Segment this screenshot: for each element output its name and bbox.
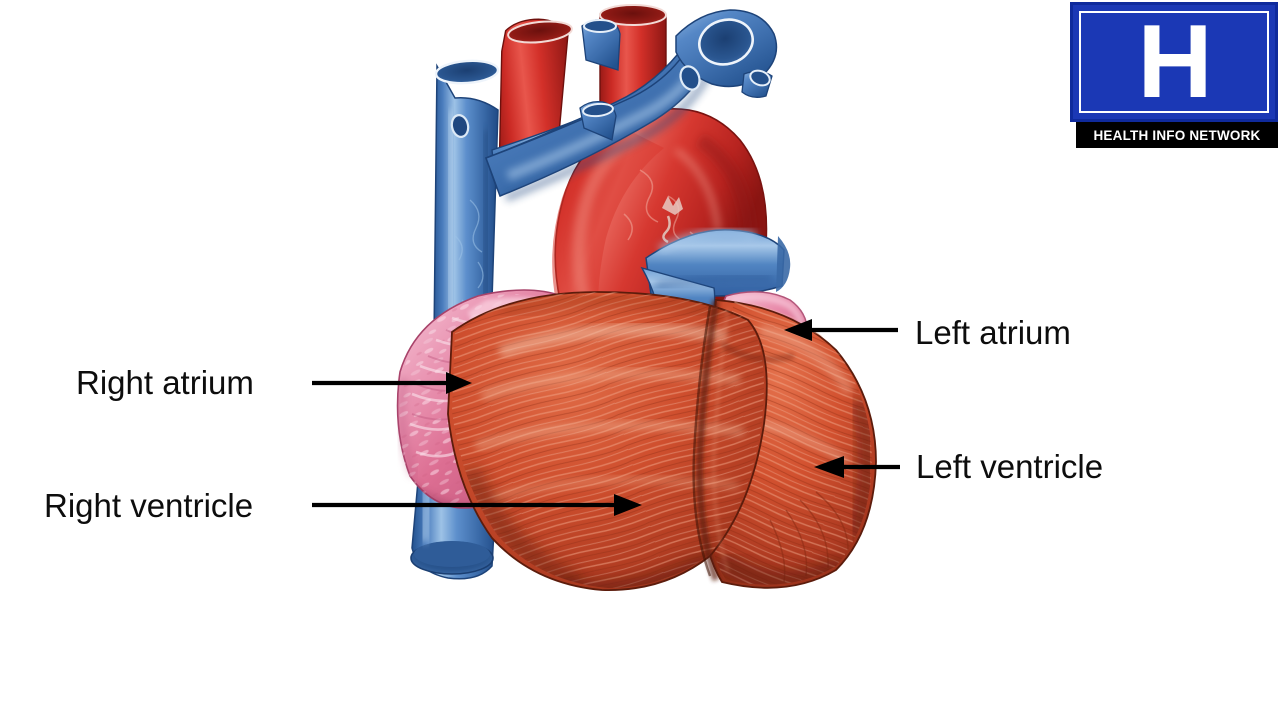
logo-inner-border bbox=[1079, 11, 1269, 113]
arrow-left-atrium bbox=[784, 319, 898, 341]
label-right-atrium: Right atrium bbox=[76, 364, 254, 401]
label-left-atrium: Left atrium bbox=[915, 314, 1071, 351]
logo-blue-box: H bbox=[1070, 2, 1278, 122]
label-right-ventricle: Right ventricle bbox=[44, 487, 254, 524]
label-left-ventricle: Left ventricle bbox=[916, 448, 1104, 485]
health-info-network-logo: H HEALTH INFO NETWORK bbox=[1070, 2, 1278, 148]
logo-letter-h: H bbox=[1137, 4, 1212, 120]
arrow-right-atrium bbox=[312, 372, 472, 394]
logo-name-bar: HEALTH INFO NETWORK bbox=[1076, 122, 1278, 148]
logo-organization-text: HEALTH INFO NETWORK bbox=[1093, 127, 1261, 143]
arrow-left-ventricle bbox=[814, 456, 900, 478]
arrow-right-ventricle bbox=[312, 494, 642, 516]
